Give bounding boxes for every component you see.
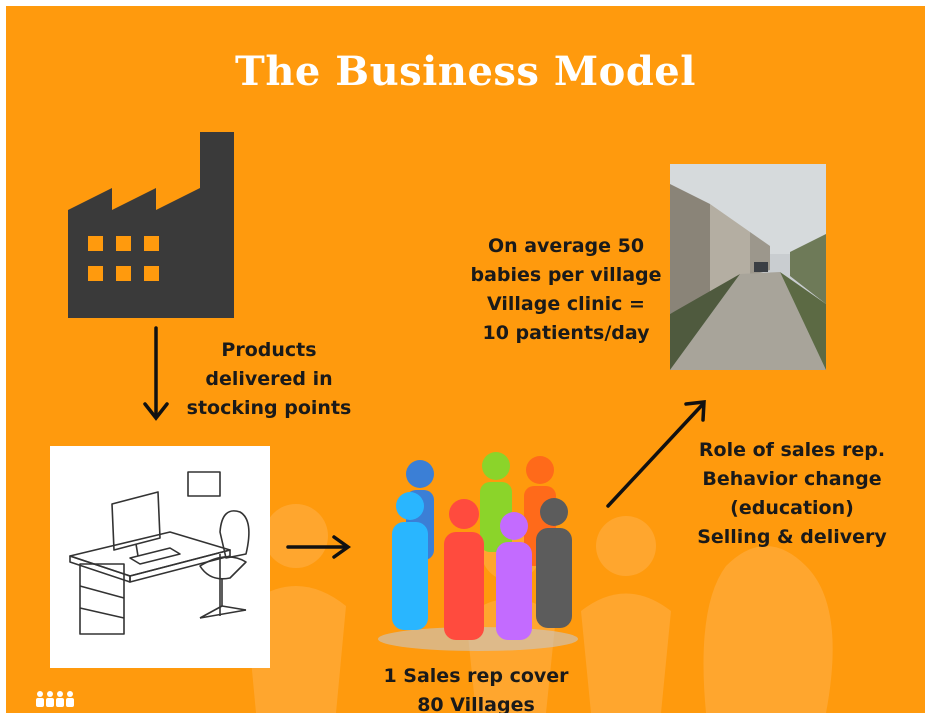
role-line: Selling & delivery [697, 526, 887, 548]
sales-line: 1 Sales rep cover [383, 665, 569, 687]
village-line: Village clinic = [487, 293, 645, 315]
role-line: Behavior change [702, 468, 882, 490]
village-line: 10 patients/day [482, 322, 650, 344]
stocking-line: delivered in [205, 368, 333, 390]
role-line: (education) [730, 497, 854, 519]
role-line: Role of sales rep. [698, 439, 886, 461]
logo-icon [36, 691, 74, 707]
slide: The Business Model Products delivered in… [6, 6, 925, 713]
village-stats-label: On average 50 babies per village Village… [466, 232, 666, 348]
background-people-watermark [246, 504, 833, 713]
village-road-photo [670, 164, 826, 370]
people-group-icon [378, 452, 578, 651]
office-desk-illustration [50, 446, 270, 668]
sales-line: 80 Villages [417, 694, 535, 713]
factory-icon [68, 132, 234, 318]
stocking-points-label: Products delivered in stocking points [184, 336, 354, 423]
slide-title: The Business Model [235, 48, 696, 95]
stocking-line: Products [221, 339, 317, 361]
village-line: babies per village [470, 264, 662, 286]
village-line: On average 50 [487, 235, 645, 257]
sales-rep-role-label: Role of sales rep. Behavior change (educ… [692, 436, 892, 552]
stocking-line: stocking points [186, 397, 352, 419]
sales-rep-coverage-label: 1 Sales rep cover 80 Villages [376, 662, 576, 713]
